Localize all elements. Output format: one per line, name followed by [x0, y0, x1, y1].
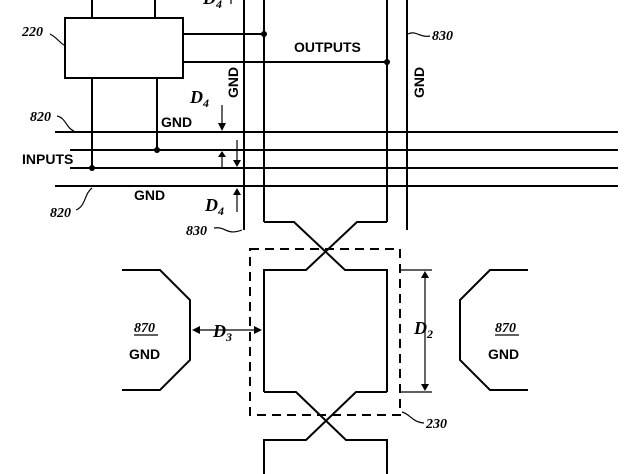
- arrowhead: [233, 160, 241, 167]
- label-gnd-upper: GND: [161, 114, 192, 130]
- crossover-upper: [263, 221, 387, 392]
- label-d4-bottom: D4: [204, 195, 224, 218]
- leader-230: [401, 411, 425, 424]
- ref-820-top: 820: [30, 110, 51, 125]
- crossover-structure: [249, 221, 401, 474]
- leader-220: [49, 33, 67, 47]
- ref-230: 230: [425, 417, 447, 432]
- arrowhead: [192, 326, 200, 334]
- arrowhead: [218, 123, 226, 131]
- ground-pads: [122, 269, 528, 391]
- input-bus: [55, 131, 618, 187]
- ref-870-left: 870: [134, 321, 155, 336]
- label-gnd-pad-left: GND: [129, 346, 160, 362]
- arrowhead: [421, 271, 429, 278]
- label-gnd-lower: GND: [134, 187, 165, 203]
- label-gnd-pad-right: GND: [488, 346, 519, 362]
- leader-830-bottom: [213, 227, 243, 233]
- leader-lines: [49, 32, 431, 424]
- ref-830-bottom: 830: [186, 224, 207, 239]
- ref-830-top: 830: [432, 29, 453, 44]
- block-220: [64, 17, 184, 79]
- ground-pad-right: [459, 269, 528, 391]
- vertical-bus: [243, 0, 408, 230]
- leader-820-top: [56, 115, 75, 132]
- ref-820-bottom: 820: [50, 206, 71, 221]
- arrowhead: [421, 384, 429, 391]
- dimension-markers: [192, 0, 432, 393]
- ref-220: 220: [21, 25, 43, 40]
- text-labels: 220 820 820 830 830 230 OUTPUTS INPUTS G…: [21, 0, 519, 432]
- crossover-lower: [263, 391, 387, 474]
- label-gnd-vertical-right: GND: [411, 67, 427, 98]
- region-230-dashed-box: [249, 248, 401, 416]
- arrowhead: [218, 151, 226, 157]
- label-d3: D3: [212, 321, 232, 344]
- arrowhead: [254, 326, 262, 334]
- ref-870-right: 870: [495, 321, 516, 336]
- label-d4-partial: D4: [202, 0, 222, 11]
- arrowhead: [233, 188, 241, 195]
- leader-820-bottom: [75, 187, 93, 211]
- crossover-lower: [264, 391, 388, 474]
- label-outputs: OUTPUTS: [294, 39, 361, 55]
- leader-830-top: [407, 32, 431, 37]
- label-d4-top: D4: [189, 87, 209, 110]
- label-gnd-vertical-left: GND: [225, 67, 241, 98]
- ground-pad-left: [122, 269, 191, 391]
- label-d2: D2: [413, 318, 433, 341]
- label-inputs: INPUTS: [22, 151, 73, 167]
- crossover-upper: [264, 221, 388, 392]
